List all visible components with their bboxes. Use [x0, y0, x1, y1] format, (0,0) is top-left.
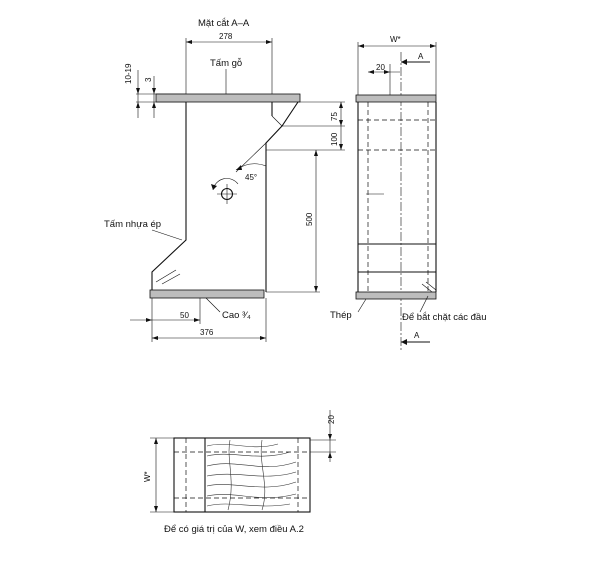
arrow-icon — [136, 102, 140, 108]
angle-leader — [235, 142, 267, 173]
arrow-icon — [152, 88, 156, 94]
angle-45: 45° — [245, 173, 257, 182]
body-right-edge — [265, 101, 299, 292]
arrow-icon — [314, 150, 318, 156]
arrow-icon — [154, 438, 158, 444]
dim-100: 100 — [330, 132, 339, 146]
section-marker-bottom: A — [414, 331, 420, 340]
chamfer-line — [271, 115, 283, 127]
section-marker-top: A — [418, 52, 424, 61]
arrow-icon — [236, 165, 242, 170]
inner-detail-line — [161, 273, 181, 285]
arrow-icon — [152, 102, 156, 108]
dim-10-19: 10-19 — [124, 63, 133, 84]
dim-w-top: W* — [390, 35, 401, 44]
body-left-edge — [151, 102, 187, 290]
arrow-icon — [339, 102, 343, 108]
leader-line — [357, 298, 367, 313]
leader-line — [205, 297, 221, 313]
clamp-note: Để bắt chặt các đầu — [402, 312, 487, 323]
arrow-icon — [211, 184, 217, 190]
inner-detail-line — [155, 269, 177, 283]
arrow-icon — [328, 452, 332, 458]
plan-outline — [173, 437, 311, 513]
side-bottom-wood-plate — [355, 291, 437, 300]
arrow-icon — [146, 318, 152, 322]
side-top-wood-plate — [355, 94, 437, 103]
clamp-detail — [425, 281, 437, 291]
arrow-icon — [339, 144, 343, 150]
section-title: Mặt cắt A–A — [198, 18, 250, 29]
arrow-icon — [266, 40, 272, 44]
steel-label: Thép — [330, 310, 352, 321]
arrow-icon — [358, 44, 364, 48]
arrow-icon — [339, 120, 343, 126]
dim-3: 3 — [144, 77, 153, 82]
arrow-icon — [186, 40, 192, 44]
arrow-icon — [152, 336, 158, 340]
arrow-icon — [260, 336, 266, 340]
dim-75: 75 — [330, 112, 339, 121]
clamp-detail — [421, 283, 433, 293]
arrow-icon — [401, 339, 407, 345]
arrow-icon — [136, 88, 140, 94]
dim-376: 376 — [200, 328, 214, 337]
dim-20: 20 — [376, 63, 385, 72]
plywood-label: Tấm nhựa ép — [104, 219, 161, 230]
wood-grain-pattern — [206, 439, 297, 511]
arrow-icon — [154, 506, 158, 512]
wood-plate-label: Tấm gỗ — [210, 58, 242, 69]
bottom-wood-plate — [149, 289, 265, 299]
leader-line — [151, 229, 183, 241]
arrow-icon — [314, 286, 318, 292]
dim-20-bottom: 20 — [327, 415, 336, 424]
leader-line — [419, 295, 429, 313]
section-view: Mặt cắt A–A 278 Tấm gỗ 10-19 3 — [104, 18, 345, 342]
plan-view: 20 W* Để có giá trị của W, xem điều A.2 — [143, 410, 336, 535]
arrow-icon — [194, 318, 200, 322]
dim-50: 50 — [180, 311, 189, 320]
top-wood-plate — [155, 93, 301, 103]
arrow-icon — [384, 70, 390, 74]
arrow-icon — [328, 434, 332, 440]
side-view: W* 20 A Thép Để bắt chặt các đầu — [330, 35, 487, 350]
arrow-icon — [430, 44, 436, 48]
dim-w-side: W* — [143, 471, 152, 482]
arrow-icon — [401, 59, 407, 65]
arrow-icon — [368, 70, 374, 74]
footnote: Để có giá trị của W, xem điều A.2 — [164, 524, 304, 535]
dim-500: 500 — [305, 212, 314, 226]
dim-278: 278 — [219, 32, 233, 41]
height-label: Cao ³⁄₄ — [222, 310, 251, 321]
